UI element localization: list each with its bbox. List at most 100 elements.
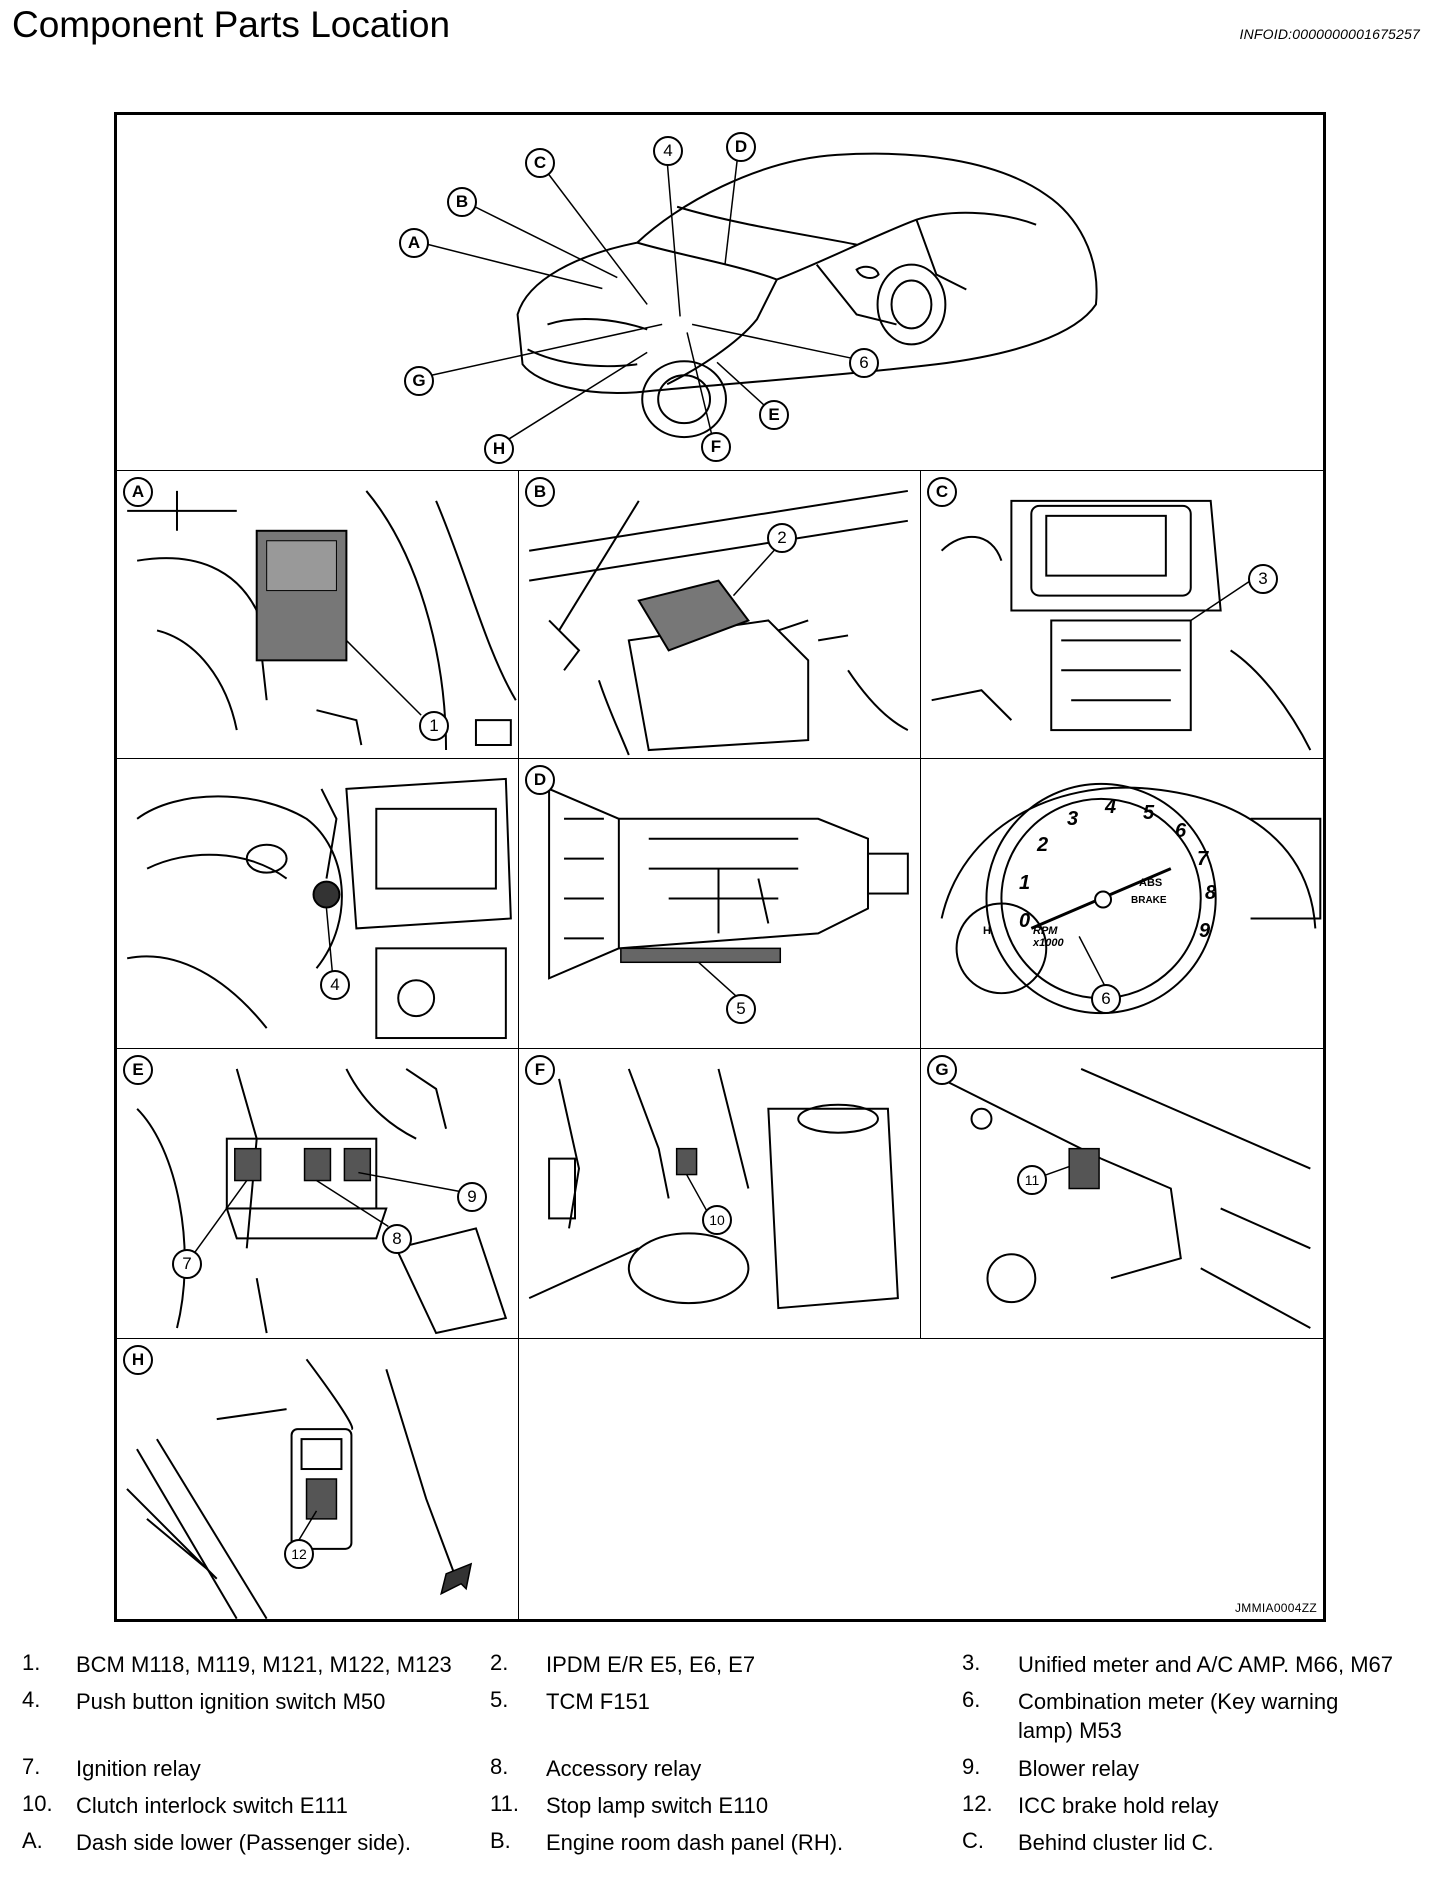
legend-num: 12.: [962, 1791, 993, 1816]
legend-text: Unified meter and A/C AMP. M66, M67: [1018, 1652, 1393, 1677]
panel-meter: 6 1 2 3 4 5 6 7 8 9 0 RPM x1000 ABS BRAK…: [921, 759, 1323, 1049]
legend-num: 5.: [490, 1687, 509, 1712]
car-illustration: [412, 144, 1098, 447]
gauge-number-3: 3: [1067, 808, 1079, 830]
legend-text: Accessory relay: [546, 1756, 702, 1781]
legend-text: Blower relay: [1018, 1756, 1140, 1781]
legend-text: Dash side lower (Passenger side).: [76, 1830, 412, 1855]
overview-label-g: G: [404, 366, 434, 396]
panel-d-callout-5: 5: [726, 994, 756, 1024]
panel-e-label: E: [123, 1055, 153, 1085]
panel-d-label: D: [525, 765, 555, 795]
legend-text: Stop lamp switch E110: [546, 1793, 769, 1818]
gauge-text-x1000: x1000: [1033, 937, 1064, 949]
gauge-number-4: 4: [1105, 796, 1117, 818]
legend-num: B.: [490, 1828, 511, 1853]
legend-text: Behind cluster lid C.: [1018, 1830, 1214, 1855]
panel-b-callout-2: 2: [767, 523, 797, 553]
panel-ignition-callout-4: 4: [320, 970, 350, 1000]
panel-h: H 12: [117, 1339, 519, 1619]
legend-num: 3.: [962, 1650, 981, 1675]
overview-label-a: A: [399, 228, 429, 258]
component-location-figure: A B C D E F G H 4 6 A 1: [114, 112, 1326, 1622]
panel-d: D 5: [519, 759, 921, 1049]
gauge-number-5: 5: [1143, 802, 1155, 824]
gauge-number-2: 2: [1037, 834, 1049, 856]
stop-lamp-switch-illustration: [941, 1068, 1311, 1329]
legend-text: ICC brake hold relay: [1018, 1793, 1219, 1818]
panel-e: E 7 8 9: [117, 1049, 519, 1339]
panel-g-label: G: [927, 1055, 957, 1085]
gauge-number-7: 7: [1197, 848, 1209, 870]
legend-num: A.: [22, 1828, 43, 1853]
legend-num: 7.: [22, 1754, 41, 1779]
overview-label-c: C: [525, 148, 555, 178]
overview-callout-4: 4: [653, 136, 683, 166]
gauge-text-brake: BRAKE: [1131, 895, 1167, 906]
combination-meter-illustration: [940, 782, 1322, 1015]
panel-c-callout-3: 3: [1248, 564, 1278, 594]
panel-f-callout-10: 10: [702, 1205, 732, 1235]
page-title: Component Parts Location: [12, 4, 451, 45]
overview-panel: A B C D E F G H 4 6: [117, 115, 1323, 471]
panel-c: C 3: [921, 471, 1323, 759]
panel-e-callout-9: 9: [457, 1182, 487, 1212]
overview-label-e: E: [759, 400, 789, 430]
legend-num: 10.: [22, 1791, 53, 1816]
icc-relay-illustration: [126, 1358, 473, 1619]
overview-label-h: H: [484, 434, 514, 464]
legend-text: Engine room dash panel (RH).: [546, 1830, 844, 1855]
legend-text: Push button ignition switch M50: [76, 1689, 386, 1714]
transmission-illustration: [548, 787, 909, 999]
legend-text: Combination meter (Key warning lamp) M53: [1018, 1689, 1339, 1743]
unified-meter-illustration: [931, 499, 1312, 751]
panel-h-label: H: [123, 1345, 153, 1375]
overview-label-d: D: [726, 132, 756, 162]
gauge-text-h: H: [983, 925, 991, 937]
legend-num: 9.: [962, 1754, 981, 1779]
legend-text: TCM F151: [546, 1689, 650, 1714]
legend-num: 11.: [490, 1791, 519, 1816]
panel-a-callout-1: 1: [419, 711, 449, 741]
overview-label-f: F: [701, 432, 731, 462]
legend-text: Ignition relay: [76, 1756, 201, 1781]
figure-code: JMMIA0004ZZ: [1235, 1601, 1317, 1615]
ipdm-illustration: [529, 489, 909, 756]
relay-box-illustration: [136, 1068, 508, 1335]
ignition-switch-illustration: [126, 777, 512, 1040]
panel-h-callout-12: 12: [284, 1539, 314, 1569]
panel-a-label: A: [123, 477, 153, 507]
gauge-number-6: 6: [1175, 820, 1187, 842]
panel-ignition: 4: [117, 759, 519, 1049]
panel-b: B 2: [519, 471, 921, 759]
panel-g-callout-11: 11: [1017, 1165, 1047, 1195]
legend-text: BCM M118, M119, M121, M122, M123: [76, 1652, 452, 1677]
panel-e-callout-7: 7: [172, 1249, 202, 1279]
panel-e-callout-8: 8: [382, 1224, 412, 1254]
panel-g: G 11: [921, 1049, 1323, 1339]
gauge-text-rpm: RPM: [1033, 925, 1058, 937]
info-id: INFOID:0000000001675257: [1239, 26, 1420, 42]
legend-text: IPDM E/R E5, E6, E7: [546, 1652, 756, 1677]
gauge-number-8: 8: [1205, 882, 1217, 904]
overview-callout-6: 6: [849, 348, 879, 378]
panel-f-label: F: [525, 1055, 555, 1085]
legend-text: Clutch interlock switch E111: [76, 1793, 348, 1818]
legend-num: 4.: [22, 1687, 41, 1712]
legend-num: C.: [962, 1828, 984, 1853]
legend-num: 1.: [22, 1650, 41, 1675]
gauge-text-abs: ABS: [1139, 877, 1163, 889]
gauge-number-1: 1: [1019, 872, 1031, 894]
legend-num: 2.: [490, 1650, 509, 1675]
panel-b-label: B: [525, 477, 555, 507]
legend-num: 6.: [962, 1687, 981, 1712]
overview-label-b: B: [447, 187, 477, 217]
panel-a: A 1: [117, 471, 519, 759]
pedal-switch-illustration: [528, 1068, 899, 1310]
bcm-illustration: [127, 490, 517, 751]
gauge-number-9: 9: [1199, 920, 1211, 942]
panel-f: F 10: [519, 1049, 921, 1339]
panel-meter-callout-6: 6: [1091, 984, 1121, 1014]
legend-num: 8.: [490, 1754, 509, 1779]
panel-c-label: C: [927, 477, 957, 507]
